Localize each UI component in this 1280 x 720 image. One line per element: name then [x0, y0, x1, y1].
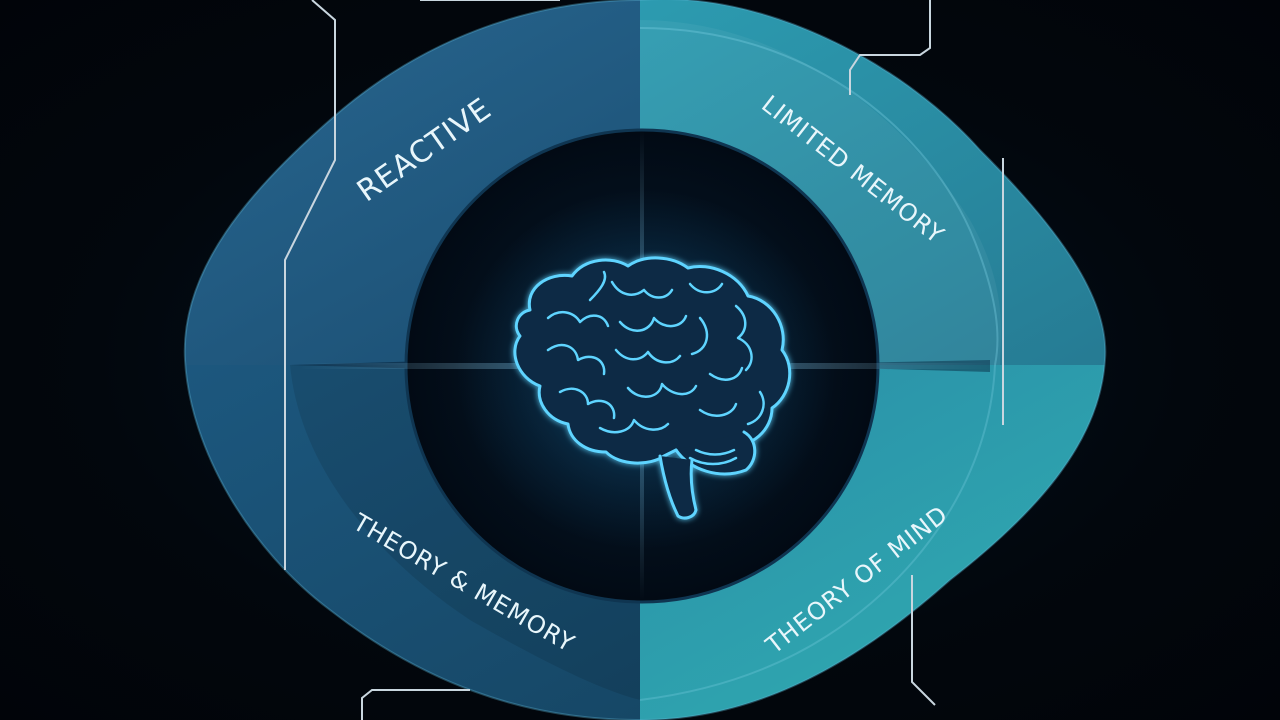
- connector-bottom-left: [361, 689, 470, 720]
- connector-lines: [284, 0, 1004, 720]
- brain-icon: [513, 256, 792, 520]
- connector-bottom-right: [911, 575, 936, 706]
- connector-left: [284, 0, 336, 570]
- connector-top-right: [849, 0, 931, 95]
